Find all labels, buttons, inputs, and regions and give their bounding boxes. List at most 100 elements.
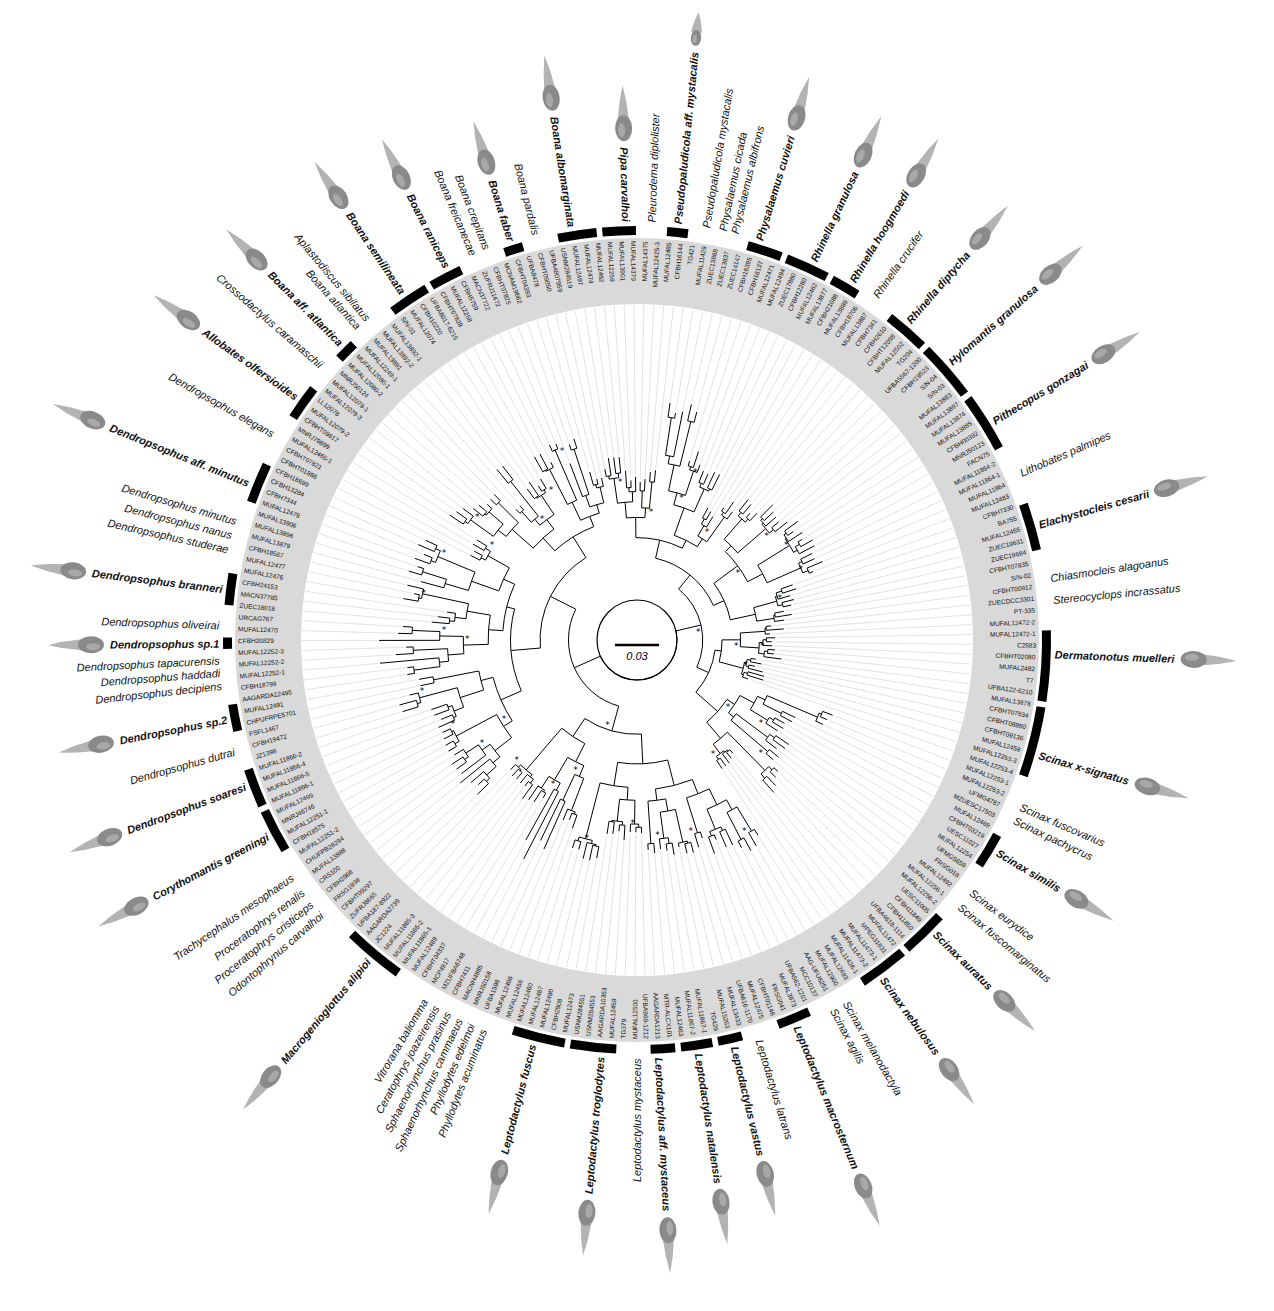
tree-branch	[722, 754, 729, 763]
leader-line	[473, 348, 533, 455]
tree-branch	[487, 504, 492, 508]
leader-line	[667, 853, 684, 972]
tree-branch	[455, 741, 459, 743]
tadpole-tail	[1174, 471, 1210, 491]
tadpole-body	[121, 893, 152, 920]
tree-branch	[644, 479, 646, 491]
tree-branch	[750, 513, 757, 521]
tree-branch	[769, 767, 772, 770]
tadpole-highlight	[997, 991, 1012, 1006]
specimen-id: BA755	[997, 515, 1018, 528]
leader-line	[764, 672, 961, 722]
tree-branch	[674, 412, 683, 457]
tadpole-highlight	[249, 255, 264, 270]
support-asterisk: *	[655, 831, 660, 840]
support-asterisk: *	[540, 514, 545, 523]
leader-line	[715, 855, 751, 954]
tree-branch	[707, 517, 725, 542]
tadpole-highlight	[1040, 267, 1055, 282]
leader-line	[466, 800, 542, 928]
leader-line	[307, 680, 417, 700]
species-name: Pithecopus gonzagai	[990, 359, 1090, 427]
support-asterisk: *	[573, 766, 578, 775]
tadpole-body	[1133, 775, 1163, 799]
leader-line	[518, 327, 569, 462]
tadpole-highlight	[1156, 481, 1171, 492]
species-name: Chiasmocleis alagoanus	[1050, 555, 1170, 585]
tree-branch	[766, 753, 773, 759]
tree-branch	[597, 847, 599, 859]
tree-branch	[444, 734, 453, 739]
tree-branch	[727, 750, 730, 753]
tree-branch	[574, 656, 600, 668]
tree-branch	[541, 495, 554, 514]
leader-line	[365, 770, 455, 835]
tree-branch	[511, 648, 540, 650]
leader-line	[449, 801, 528, 917]
tree-branch	[573, 537, 586, 558]
tree-branch	[608, 476, 610, 479]
support-asterisk: *	[551, 779, 556, 788]
tree-branch	[728, 713, 733, 717]
tree-branch	[438, 557, 475, 573]
tree-branch	[649, 472, 651, 482]
leader-line	[699, 322, 741, 450]
tree-branch	[782, 600, 794, 603]
support-asterisk: *	[420, 687, 425, 696]
tree-branch	[730, 614, 755, 619]
leader-line	[448, 363, 528, 480]
species-name: Dendropsophus sp.2	[119, 714, 229, 747]
support-asterisk: *	[784, 541, 789, 550]
tadpole-body	[902, 160, 930, 191]
tree-branch	[724, 751, 725, 752]
tree-branch	[520, 506, 524, 510]
tree-branch	[434, 671, 479, 680]
tadpole-photo	[50, 396, 108, 433]
tree-branch	[543, 538, 555, 551]
tree-branch	[775, 611, 784, 613]
leader-line	[417, 387, 519, 504]
tadpole-highlight	[68, 569, 83, 578]
leader-line	[566, 862, 589, 967]
leader-line	[303, 611, 429, 622]
tree-branch	[745, 519, 748, 522]
tree-branch	[518, 769, 522, 772]
tadpole-photo	[614, 85, 632, 141]
tadpole-photo	[850, 113, 889, 171]
tadpole-photo	[902, 134, 945, 191]
tree-branch	[609, 821, 614, 823]
tree-branch	[692, 780, 698, 794]
tree-branch	[766, 625, 771, 627]
support-asterisk: *	[705, 528, 710, 537]
tadpole-highlight	[854, 148, 866, 164]
tree-branch	[595, 485, 597, 488]
tree-branch	[780, 716, 792, 722]
support-asterisk: *	[696, 627, 701, 636]
tree-branch	[701, 519, 704, 524]
tree-branch	[512, 529, 533, 548]
tree-branch	[765, 628, 766, 629]
tree-branch	[617, 799, 619, 821]
tree-branch	[799, 546, 814, 554]
tadpole-photo	[307, 157, 352, 213]
tadpole-photo	[220, 223, 272, 275]
tree-branch	[534, 790, 541, 802]
tree-branch	[511, 765, 516, 770]
tree-branch	[630, 480, 631, 487]
tree-branch	[769, 750, 778, 758]
species-name: Dermatonotus muelleri	[1055, 649, 1175, 665]
tree-branch	[668, 838, 670, 844]
specimen-id: MUFAL13901	[618, 241, 627, 281]
support-asterisk: *	[711, 749, 716, 758]
support-asterisk: *	[736, 568, 741, 577]
tree-branch	[574, 449, 589, 494]
leader-line	[656, 307, 674, 468]
tadpole-photo	[965, 200, 1014, 254]
tadpole-highlight	[970, 231, 984, 246]
tree-branch	[605, 469, 606, 476]
tree-branch	[403, 707, 419, 712]
tadpole-photo	[850, 1171, 887, 1229]
tree-branch	[432, 622, 450, 624]
tree-branch	[785, 521, 798, 531]
tree-branch	[767, 568, 801, 583]
